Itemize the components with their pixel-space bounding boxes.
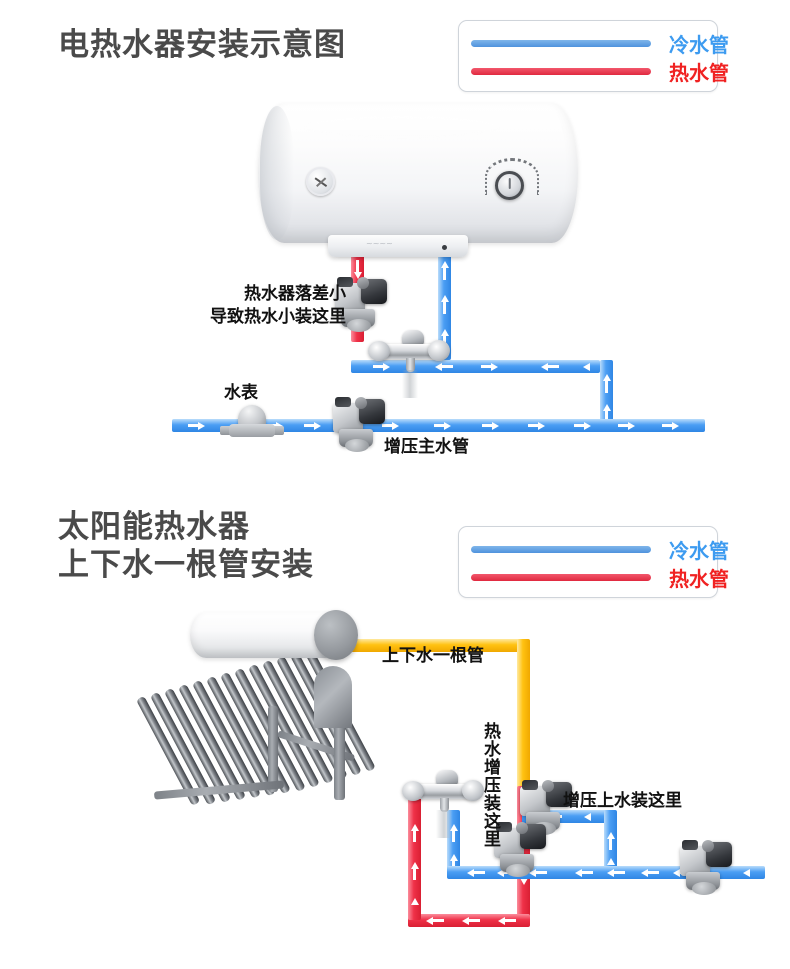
cold-pipe-label: 冷水管 [669, 32, 729, 57]
callout-water-meter: 水表 [224, 383, 258, 403]
cold-pipe-swatch [471, 545, 651, 553]
hot-pipe-label: 热水管 [669, 566, 729, 591]
hot-pipe-horizontal-bottom [408, 914, 530, 927]
hot-pipe-riser-to-faucet [408, 790, 421, 920]
cold-water-booster-pump [494, 820, 554, 882]
legend-row-hot-solar: 热水管 [471, 563, 729, 591]
cold-main-supply-pipe [172, 419, 705, 432]
legend-electric: 冷水管 热水管 [458, 20, 729, 92]
solar-tank-end-cap [314, 610, 358, 660]
legend-row-hot: 热水管 [471, 57, 729, 85]
hot-pipe-label: 热水管 [669, 60, 729, 85]
temperature-gauge-icon [306, 167, 335, 196]
power-indicator-led [442, 245, 447, 250]
dial-scale [485, 158, 539, 195]
section-title-solar: 太阳能热水器 上下水一根管安装 [58, 509, 314, 583]
water-meter-device [220, 405, 285, 439]
control-panel[interactable] [328, 235, 468, 257]
main-line-booster-pump [333, 395, 393, 457]
callout-main-pipe: 增压主水管 [384, 437, 469, 457]
legend-row-cold: 冷水管 [471, 29, 729, 57]
hot-pipe-swatch [471, 573, 651, 581]
mixer-faucet-solar [396, 768, 496, 840]
mixer-faucet-electric [362, 328, 462, 400]
legend-row-cold-solar: 冷水管 [471, 535, 729, 563]
cold-pipe-swatch [471, 39, 651, 47]
brand-logo: ~~~~ [366, 239, 393, 248]
cold-pipe-loop-right [604, 810, 617, 878]
callout-feed-booster: 增压上水装这里 [563, 791, 682, 811]
single-pipe-vertical [517, 639, 530, 791]
electric-water-heater-tank: ~~~~ [258, 103, 578, 257]
solar-collector-with-tank [128, 610, 378, 810]
callout-booster-note: 热水器落差小 导致热水小装这里 [210, 284, 346, 327]
section-title-electric: 电热水器安装示意图 [58, 27, 346, 63]
cold-pipe-right-riser [600, 360, 613, 430]
legend-solar: 冷水管 热水管 [458, 526, 729, 598]
cold-pipe-label: 冷水管 [669, 538, 729, 563]
callout-hot-booster: 热水增压装这里 [480, 722, 500, 848]
single-pipe-horizontal [346, 639, 530, 652]
booster-pump-hot-line [335, 275, 395, 335]
thermostat-knob[interactable] [495, 171, 524, 200]
hot-pipe-swatch [471, 67, 651, 75]
feed-line-booster-pump [680, 838, 736, 896]
callout-single-pipe: 上下水一根管 [382, 646, 484, 666]
